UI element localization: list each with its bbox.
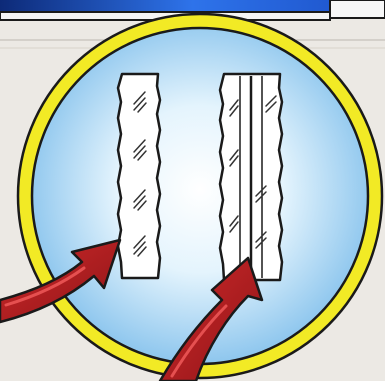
glass-reflection-marks xyxy=(229,95,277,249)
double-glazing-panel xyxy=(218,72,284,282)
arrow-right xyxy=(158,256,264,381)
glass-reflection-marks xyxy=(133,91,147,257)
top-window-frame xyxy=(0,0,385,49)
arrow-left xyxy=(0,238,122,324)
magnifier-circle xyxy=(16,12,384,380)
single-glazing-panel xyxy=(116,72,162,280)
